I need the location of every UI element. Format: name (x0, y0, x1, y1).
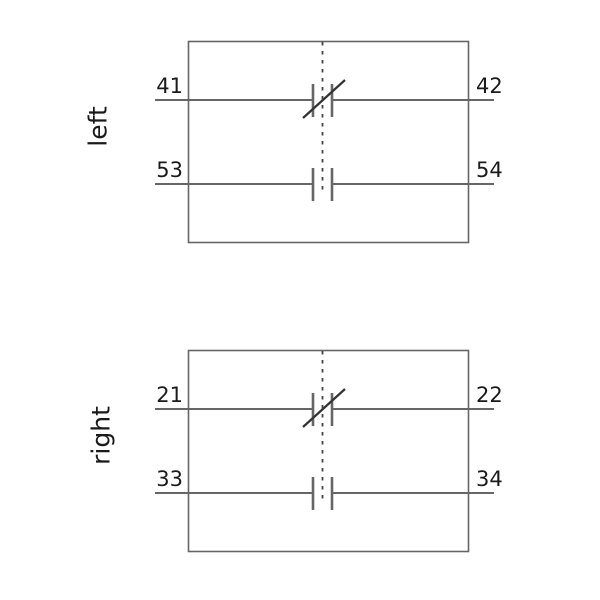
terminal-label-34: 34 (476, 467, 503, 491)
terminal-label-22: 22 (476, 383, 503, 407)
contact-block-left: left 41 42 53 54 (0, 0, 600, 270)
terminal-label-41: 41 (156, 74, 183, 98)
terminal-label-54: 54 (476, 158, 503, 182)
block-side-label-left: left (83, 106, 113, 147)
nc-contact-slash (302, 388, 346, 428)
enclosure-rect (187, 40, 470, 244)
nc-contact-slash (302, 79, 346, 119)
block-right-schematic: 21 22 33 34 (155, 349, 503, 553)
block-left-schematic: 41 42 53 54 (155, 40, 503, 244)
terminal-label-21: 21 (156, 383, 183, 407)
terminal-label-33: 33 (156, 467, 183, 491)
terminal-label-53: 53 (156, 158, 183, 182)
block-side-label-right: right (86, 406, 116, 465)
terminal-label-42: 42 (476, 74, 503, 98)
enclosure-rect (187, 349, 470, 553)
contact-block-right: right 21 22 33 34 (0, 309, 600, 579)
